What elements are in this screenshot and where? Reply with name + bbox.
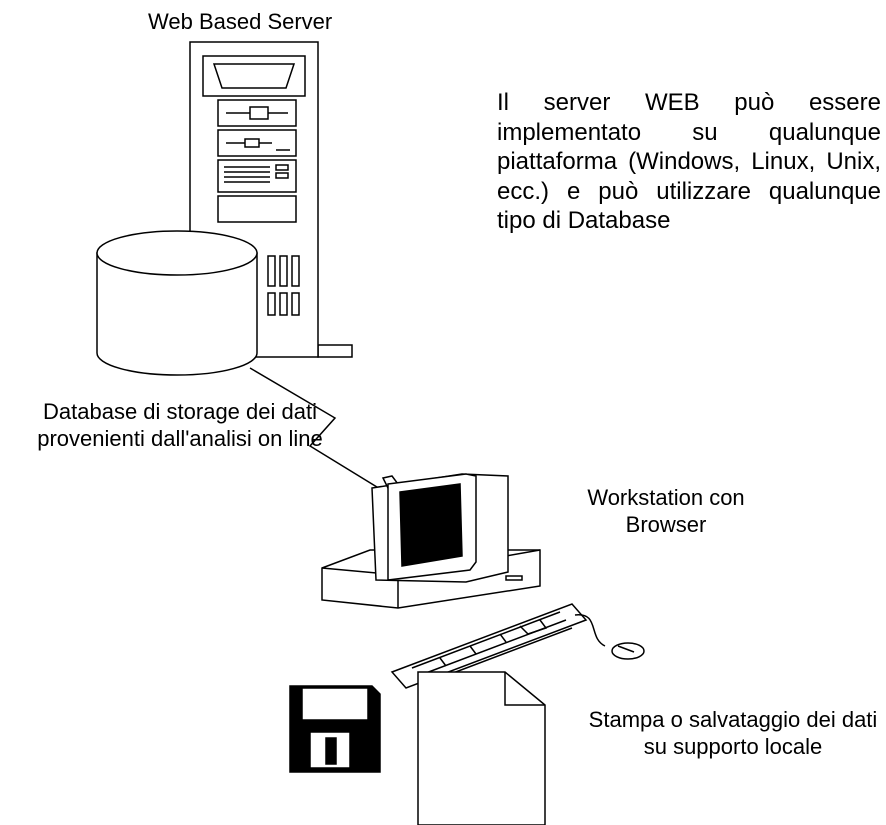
server-description: Il server WEB può essere implementato su… (497, 89, 881, 234)
output-caption: Stampa o salvataggio dei dati su support… (588, 707, 878, 759)
database-icon (96, 230, 258, 376)
workstation-icon (321, 473, 645, 689)
connection-line (249, 367, 386, 493)
server-label: Web Based Server (148, 9, 333, 34)
database-caption: Database di storage dei dati provenienti… (37, 399, 323, 451)
floppy-disk-icon (289, 685, 381, 773)
workstation-caption: Workstation con Browser (587, 485, 745, 537)
printed-page-icon (417, 671, 546, 825)
